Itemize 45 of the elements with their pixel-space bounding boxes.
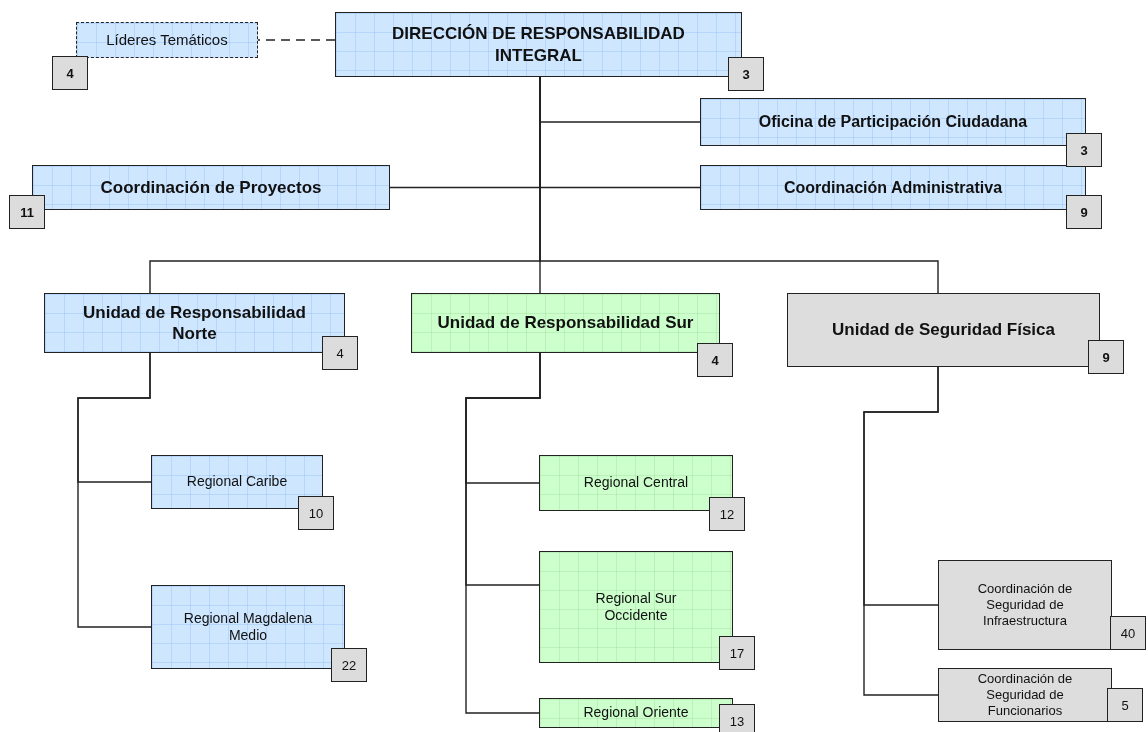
node-title: Coordinación Administrativa	[782, 177, 1004, 198]
count-badge: 4	[52, 56, 88, 90]
count-badge: 17	[719, 636, 755, 670]
node-title: Regional Magdalena Medio	[182, 609, 314, 645]
connector-line	[465, 352, 541, 714]
count-badge: 5	[1107, 688, 1143, 722]
node-title: Unidad de Seguridad Física	[831, 319, 1056, 341]
org-box	[938, 668, 1112, 722]
node-title: Oficina de Participación Ciudadana	[757, 112, 1029, 132]
count-badge: 9	[1066, 195, 1102, 229]
org-box	[76, 22, 258, 58]
node-title: Regional Caribe	[185, 473, 289, 491]
org-box	[938, 560, 1112, 650]
node-title: Regional Central	[582, 474, 690, 492]
connector-line	[77, 352, 152, 628]
org-box	[32, 165, 390, 210]
count-badge: 9	[1088, 340, 1124, 374]
node-title: Unidad de Responsabilidad Sur	[436, 312, 695, 334]
node-title: Coordinación de Proyectos	[99, 176, 323, 199]
org-box	[335, 12, 742, 77]
count-badge: 10	[298, 496, 334, 530]
dashed-connector	[257, 39, 336, 41]
count-badge: 22	[331, 648, 367, 682]
connector-line	[863, 366, 939, 696]
count-badge: 4	[697, 343, 733, 377]
count-badge: 40	[1110, 616, 1146, 650]
count-badge: 13	[719, 704, 755, 732]
org-box	[151, 455, 323, 509]
count-badge: 3	[1066, 133, 1102, 167]
count-badge: 4	[322, 336, 358, 370]
org-box	[700, 98, 1086, 146]
node-title: DIRECCIÓN DE RESPONSABILIDAD INTEGRAL	[391, 23, 686, 66]
org-box	[700, 165, 1086, 210]
count-badge: 3	[728, 57, 764, 91]
node-title: Regional Oriente	[582, 704, 690, 722]
node-title: Coordinación de Seguridad de Funcionarios	[976, 670, 1074, 720]
org-box	[787, 293, 1100, 367]
node-title: Líderes Temáticos	[105, 30, 229, 50]
count-badge: 12	[709, 497, 745, 531]
node-title: Regional Sur Occidente	[594, 589, 678, 625]
org-box	[539, 455, 733, 511]
node-title: Coordinación de Seguridad de Infraestructura	[976, 580, 1074, 630]
count-badge: 11	[9, 195, 45, 229]
node-title: Unidad de Responsabilidad Norte	[82, 301, 307, 345]
org-box	[411, 293, 720, 353]
